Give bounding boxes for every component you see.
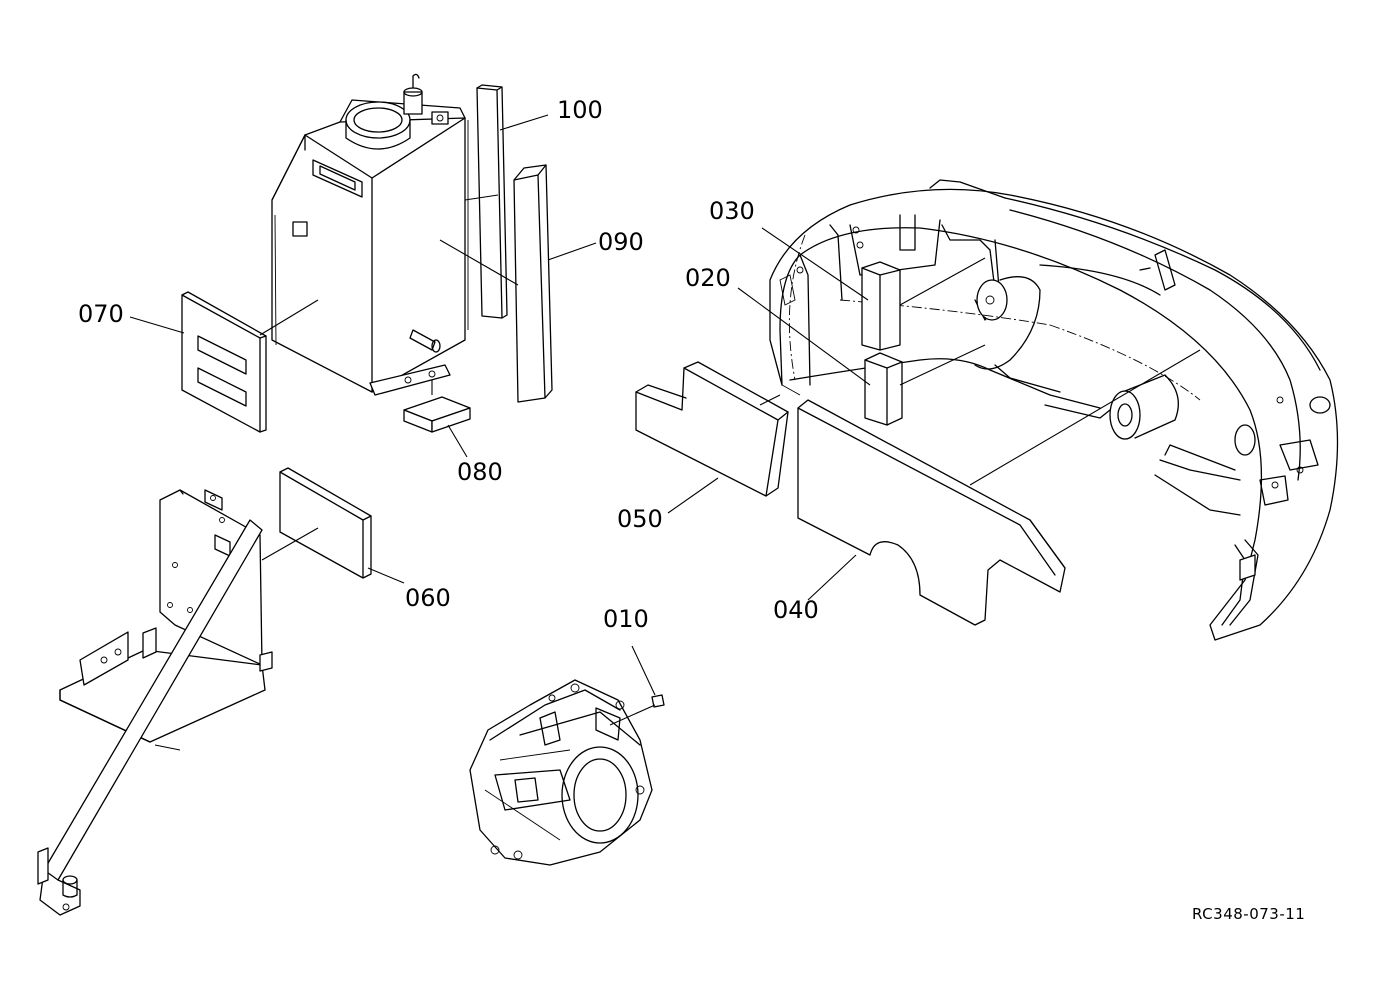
part-070-panel	[181, 291, 267, 433]
part-100-strip	[476, 84, 508, 319]
callout-030: 030	[709, 197, 755, 225]
callout-100: 100	[557, 96, 603, 124]
callout-090: 090	[598, 228, 644, 256]
counterweight-housing	[769, 179, 1339, 641]
part-060-panel	[279, 467, 372, 579]
part-030-block	[861, 261, 901, 351]
part-080-block	[403, 396, 471, 433]
callout-080: 080	[457, 458, 503, 486]
part-040-plate	[797, 399, 1066, 626]
callout-010: 010	[603, 605, 649, 633]
leader-lines	[129, 114, 1201, 726]
part-010	[651, 694, 665, 708]
frame-bracket	[37, 489, 273, 916]
callout-050: 050	[617, 505, 663, 533]
part-050-panel	[635, 361, 789, 497]
tank-assembly	[271, 73, 469, 396]
callout-070: 070	[78, 300, 124, 328]
part-090-strip	[513, 164, 553, 403]
callout-040: 040	[773, 596, 819, 624]
part-020-block	[864, 352, 903, 426]
flywheel-housing	[469, 679, 653, 866]
callout-020: 020	[685, 264, 731, 292]
callout-060: 060	[405, 584, 451, 612]
reference-code: RC348-073-11	[1192, 905, 1305, 923]
